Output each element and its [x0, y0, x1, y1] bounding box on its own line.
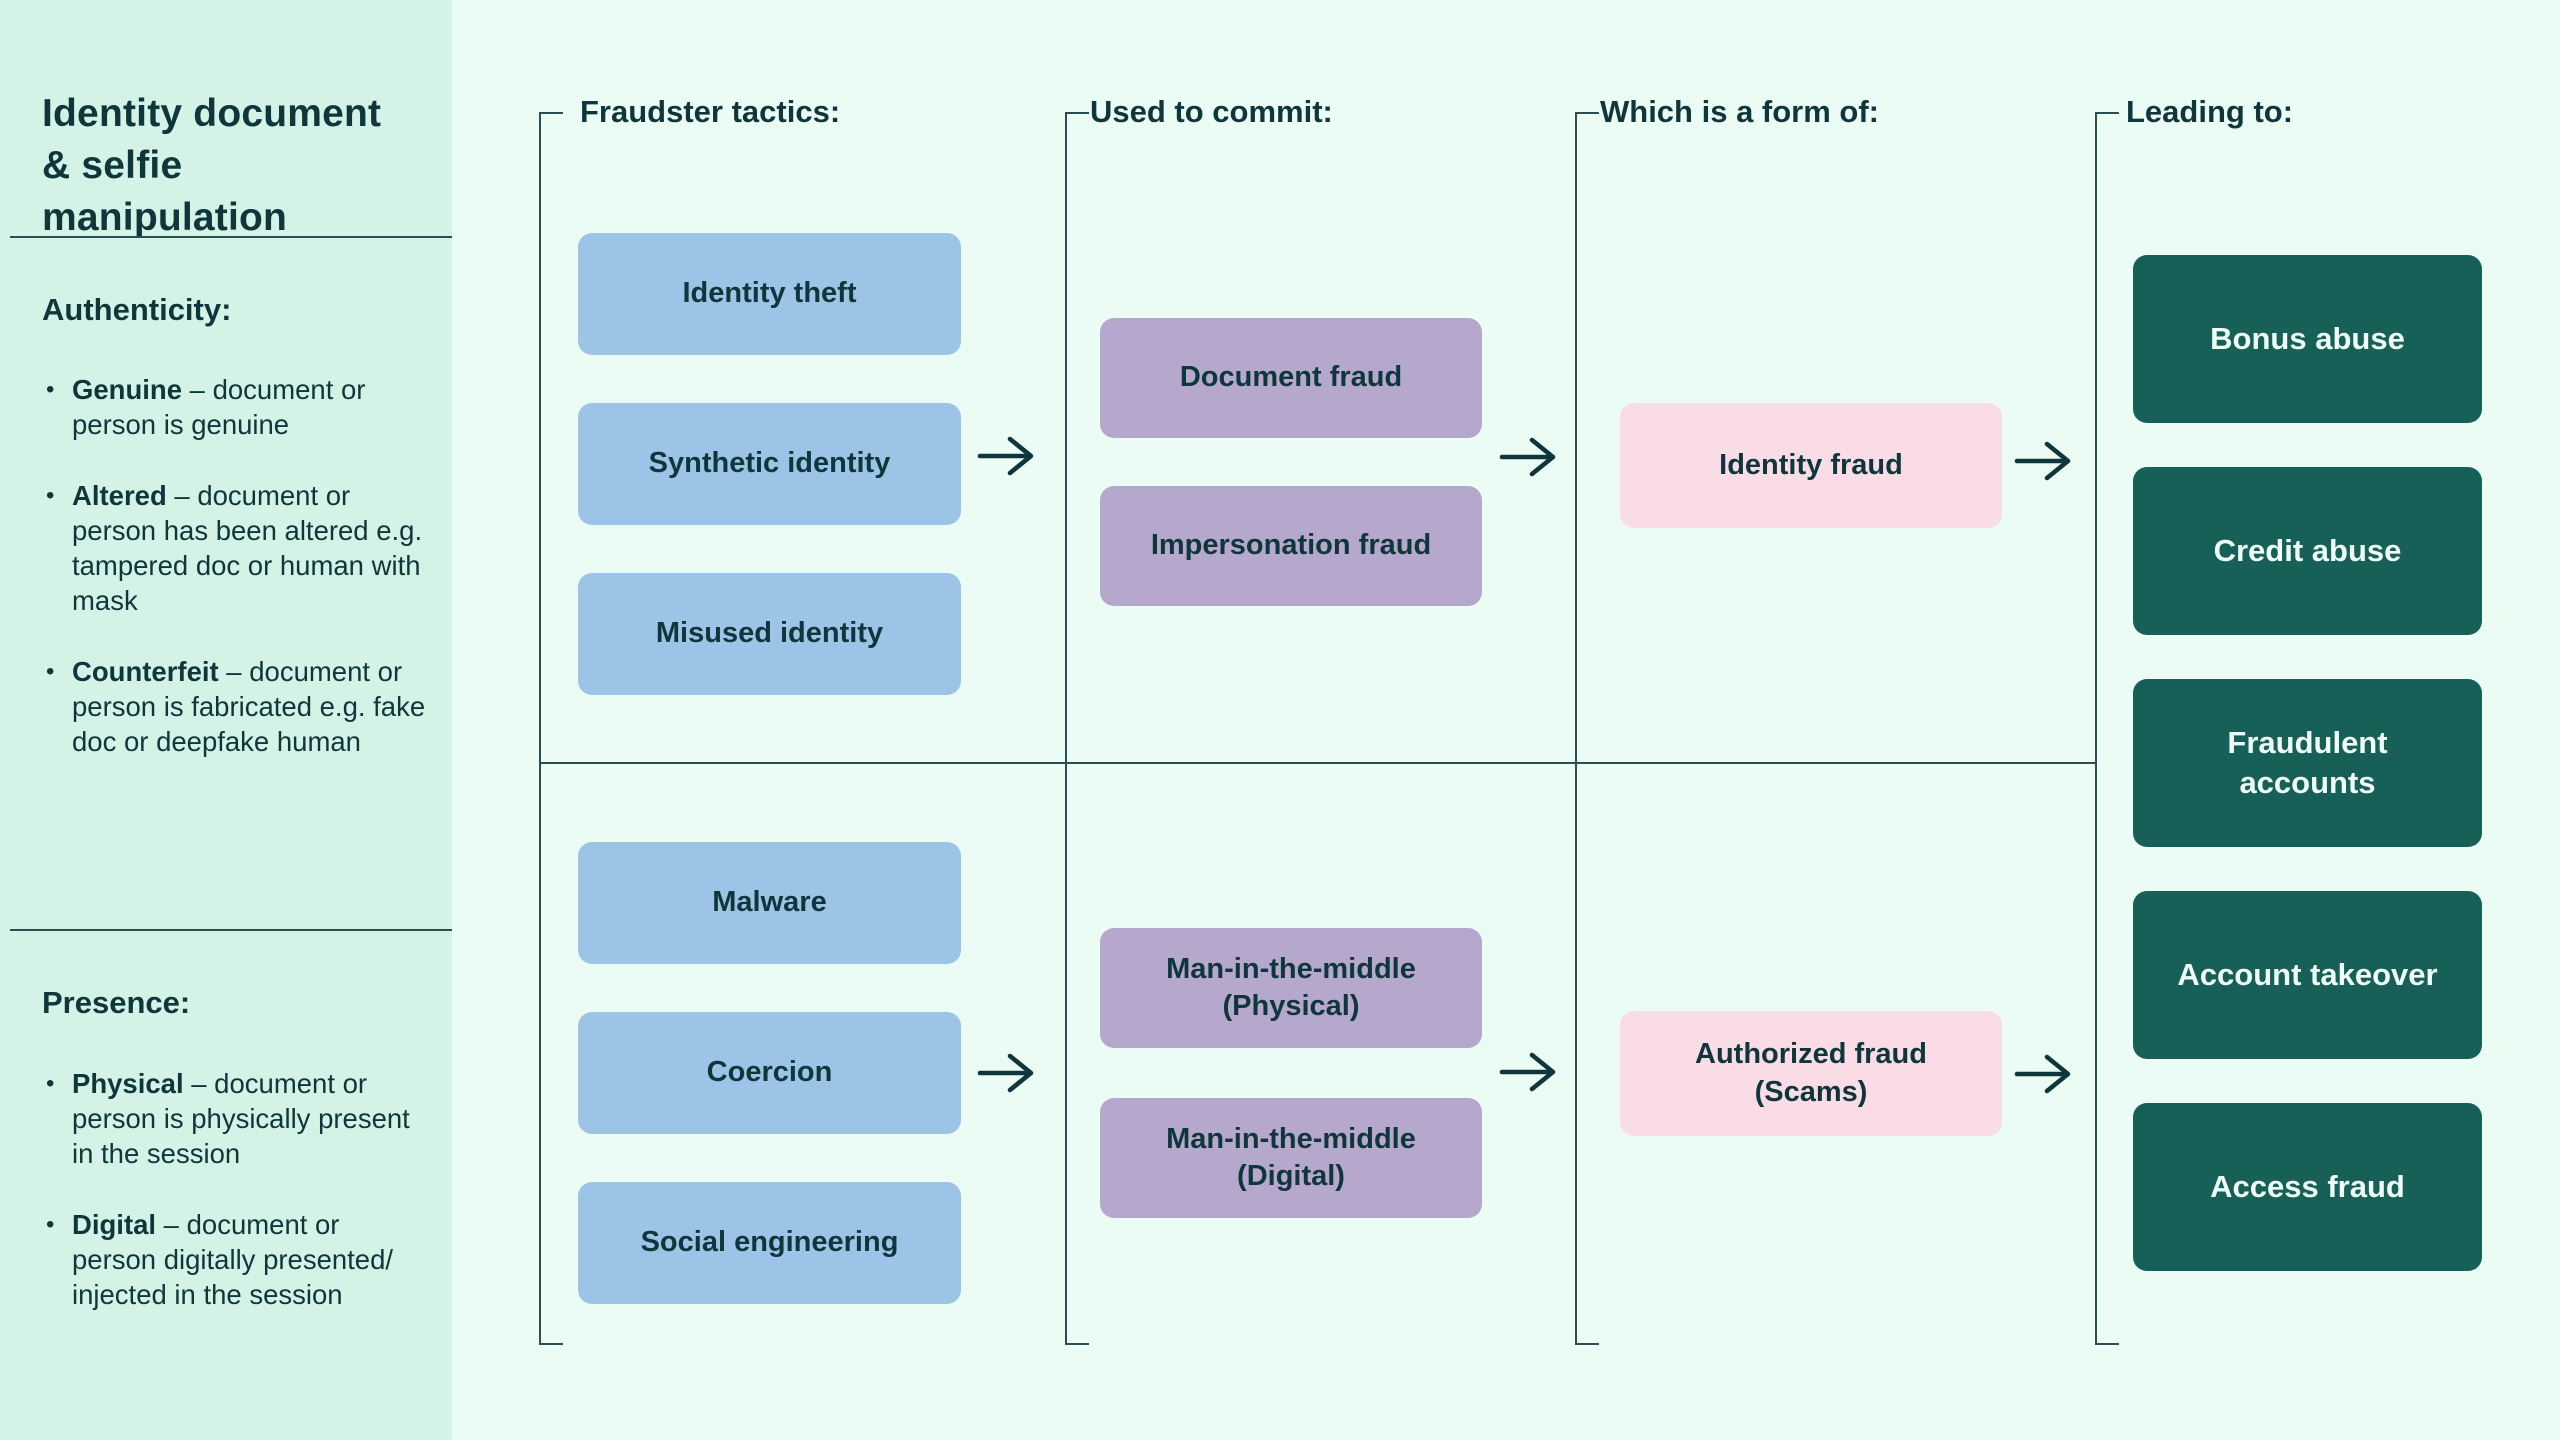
node-label: Misused identity	[655, 617, 884, 650]
node-account-takeover: Account takeover	[2133, 891, 2482, 1059]
list-item-altered: Altered – document or person has been al…	[44, 478, 426, 618]
term-digital: Digital	[72, 1209, 157, 1240]
node-label: Man-in-the-middle (Digital)	[1166, 1122, 1416, 1192]
node-label: Document fraud	[1179, 361, 1403, 394]
arrow-right-icon	[1497, 435, 1563, 479]
node-label: Authorized fraud (Scams)	[1695, 1038, 1927, 1108]
section-divider-line	[539, 762, 2095, 764]
sidebar-divider	[10, 929, 452, 931]
presence-list: Physical – document or person is physica…	[44, 1066, 426, 1348]
arrow-right-icon	[2012, 1052, 2078, 1096]
node-label: Malware	[712, 886, 827, 919]
node-fraudulent-accounts: Fraudulent accounts	[2133, 679, 2482, 847]
arrow-right-icon	[975, 434, 1041, 478]
column-bracket	[1575, 112, 1599, 1345]
term-altered: Altered	[72, 480, 167, 511]
node-access-fraud: Access fraud	[2133, 1103, 2482, 1271]
presence-heading: Presence:	[42, 985, 191, 1020]
header-used-to-commit: Used to commit:	[1090, 94, 1333, 129]
node-label: Social engineering	[640, 1226, 899, 1259]
arrow-right-icon	[2012, 439, 2078, 483]
node-identity-fraud: Identity fraud	[1620, 403, 2002, 528]
column-bracket	[539, 112, 563, 1345]
node-coercion: Coercion	[578, 1012, 961, 1134]
header-fraudster-tactics: Fraudster tactics:	[580, 94, 841, 129]
list-item-counterfeit: Counterfeit – document or person is fabr…	[44, 654, 426, 759]
authenticity-heading: Authenticity:	[42, 292, 232, 327]
node-document-fraud: Document fraud	[1100, 318, 1482, 438]
node-label: Coercion	[706, 1056, 833, 1089]
term-genuine: Genuine	[72, 374, 183, 405]
node-misused-identity: Misused identity	[578, 573, 961, 695]
desc-digital: – document or person digitally presented…	[72, 1209, 394, 1310]
list-item-genuine: Genuine – document or person is genuine	[44, 372, 426, 442]
node-label: Bonus abuse	[2210, 321, 2405, 357]
node-synthetic-identity: Synthetic identity	[578, 403, 961, 525]
column-bracket	[1065, 112, 1089, 1345]
page-title: Identity document & selfie manipulation	[42, 92, 382, 239]
desc-physical: – document or person is physically prese…	[72, 1068, 410, 1169]
node-label: Identity theft	[682, 277, 857, 310]
node-label: Fraudulent accounts	[2227, 725, 2388, 800]
node-label: Account takeover	[2177, 957, 2438, 993]
column-bracket	[2095, 112, 2119, 1345]
term-physical: Physical	[72, 1068, 184, 1099]
node-social-engineering: Social engineering	[578, 1182, 961, 1304]
node-mitm-digital: Man-in-the-middle (Digital)	[1100, 1098, 1482, 1218]
sidebar-divider	[10, 236, 452, 238]
node-credit-abuse: Credit abuse	[2133, 467, 2482, 635]
node-identity-theft: Identity theft	[578, 233, 961, 355]
node-malware: Malware	[578, 842, 961, 964]
term-counterfeit: Counterfeit	[72, 656, 219, 687]
authenticity-list: Genuine – document or person is genuine …	[44, 372, 426, 795]
node-label: Credit abuse	[2213, 533, 2402, 569]
node-mitm-physical: Man-in-the-middle (Physical)	[1100, 928, 1482, 1048]
sidebar: Identity document & selfie manipulation …	[0, 0, 452, 1440]
node-bonus-abuse: Bonus abuse	[2133, 255, 2482, 423]
list-item-digital: Digital – document or person digitally p…	[44, 1207, 426, 1312]
desc-counterfeit: – document or person is fabricated e.g. …	[72, 656, 426, 757]
desc-altered: – document or person has been altered e.…	[72, 480, 423, 616]
arrow-right-icon	[1497, 1050, 1563, 1094]
node-label: Identity fraud	[1719, 448, 1903, 481]
node-impersonation-fraud: Impersonation fraud	[1100, 486, 1482, 606]
header-leading-to: Leading to:	[2126, 94, 2294, 129]
list-item-physical: Physical – document or person is physica…	[44, 1066, 426, 1171]
node-label: Synthetic identity	[648, 447, 891, 480]
node-authorized-fraud: Authorized fraud (Scams)	[1620, 1011, 2002, 1136]
node-label: Access fraud	[2210, 1169, 2405, 1205]
node-label: Impersonation fraud	[1150, 529, 1432, 562]
header-which-form-of: Which is a form of:	[1600, 94, 1879, 129]
arrow-right-icon	[975, 1051, 1041, 1095]
node-label: Man-in-the-middle (Physical)	[1166, 952, 1416, 1022]
desc-genuine: – document or person is genuine	[72, 374, 366, 440]
